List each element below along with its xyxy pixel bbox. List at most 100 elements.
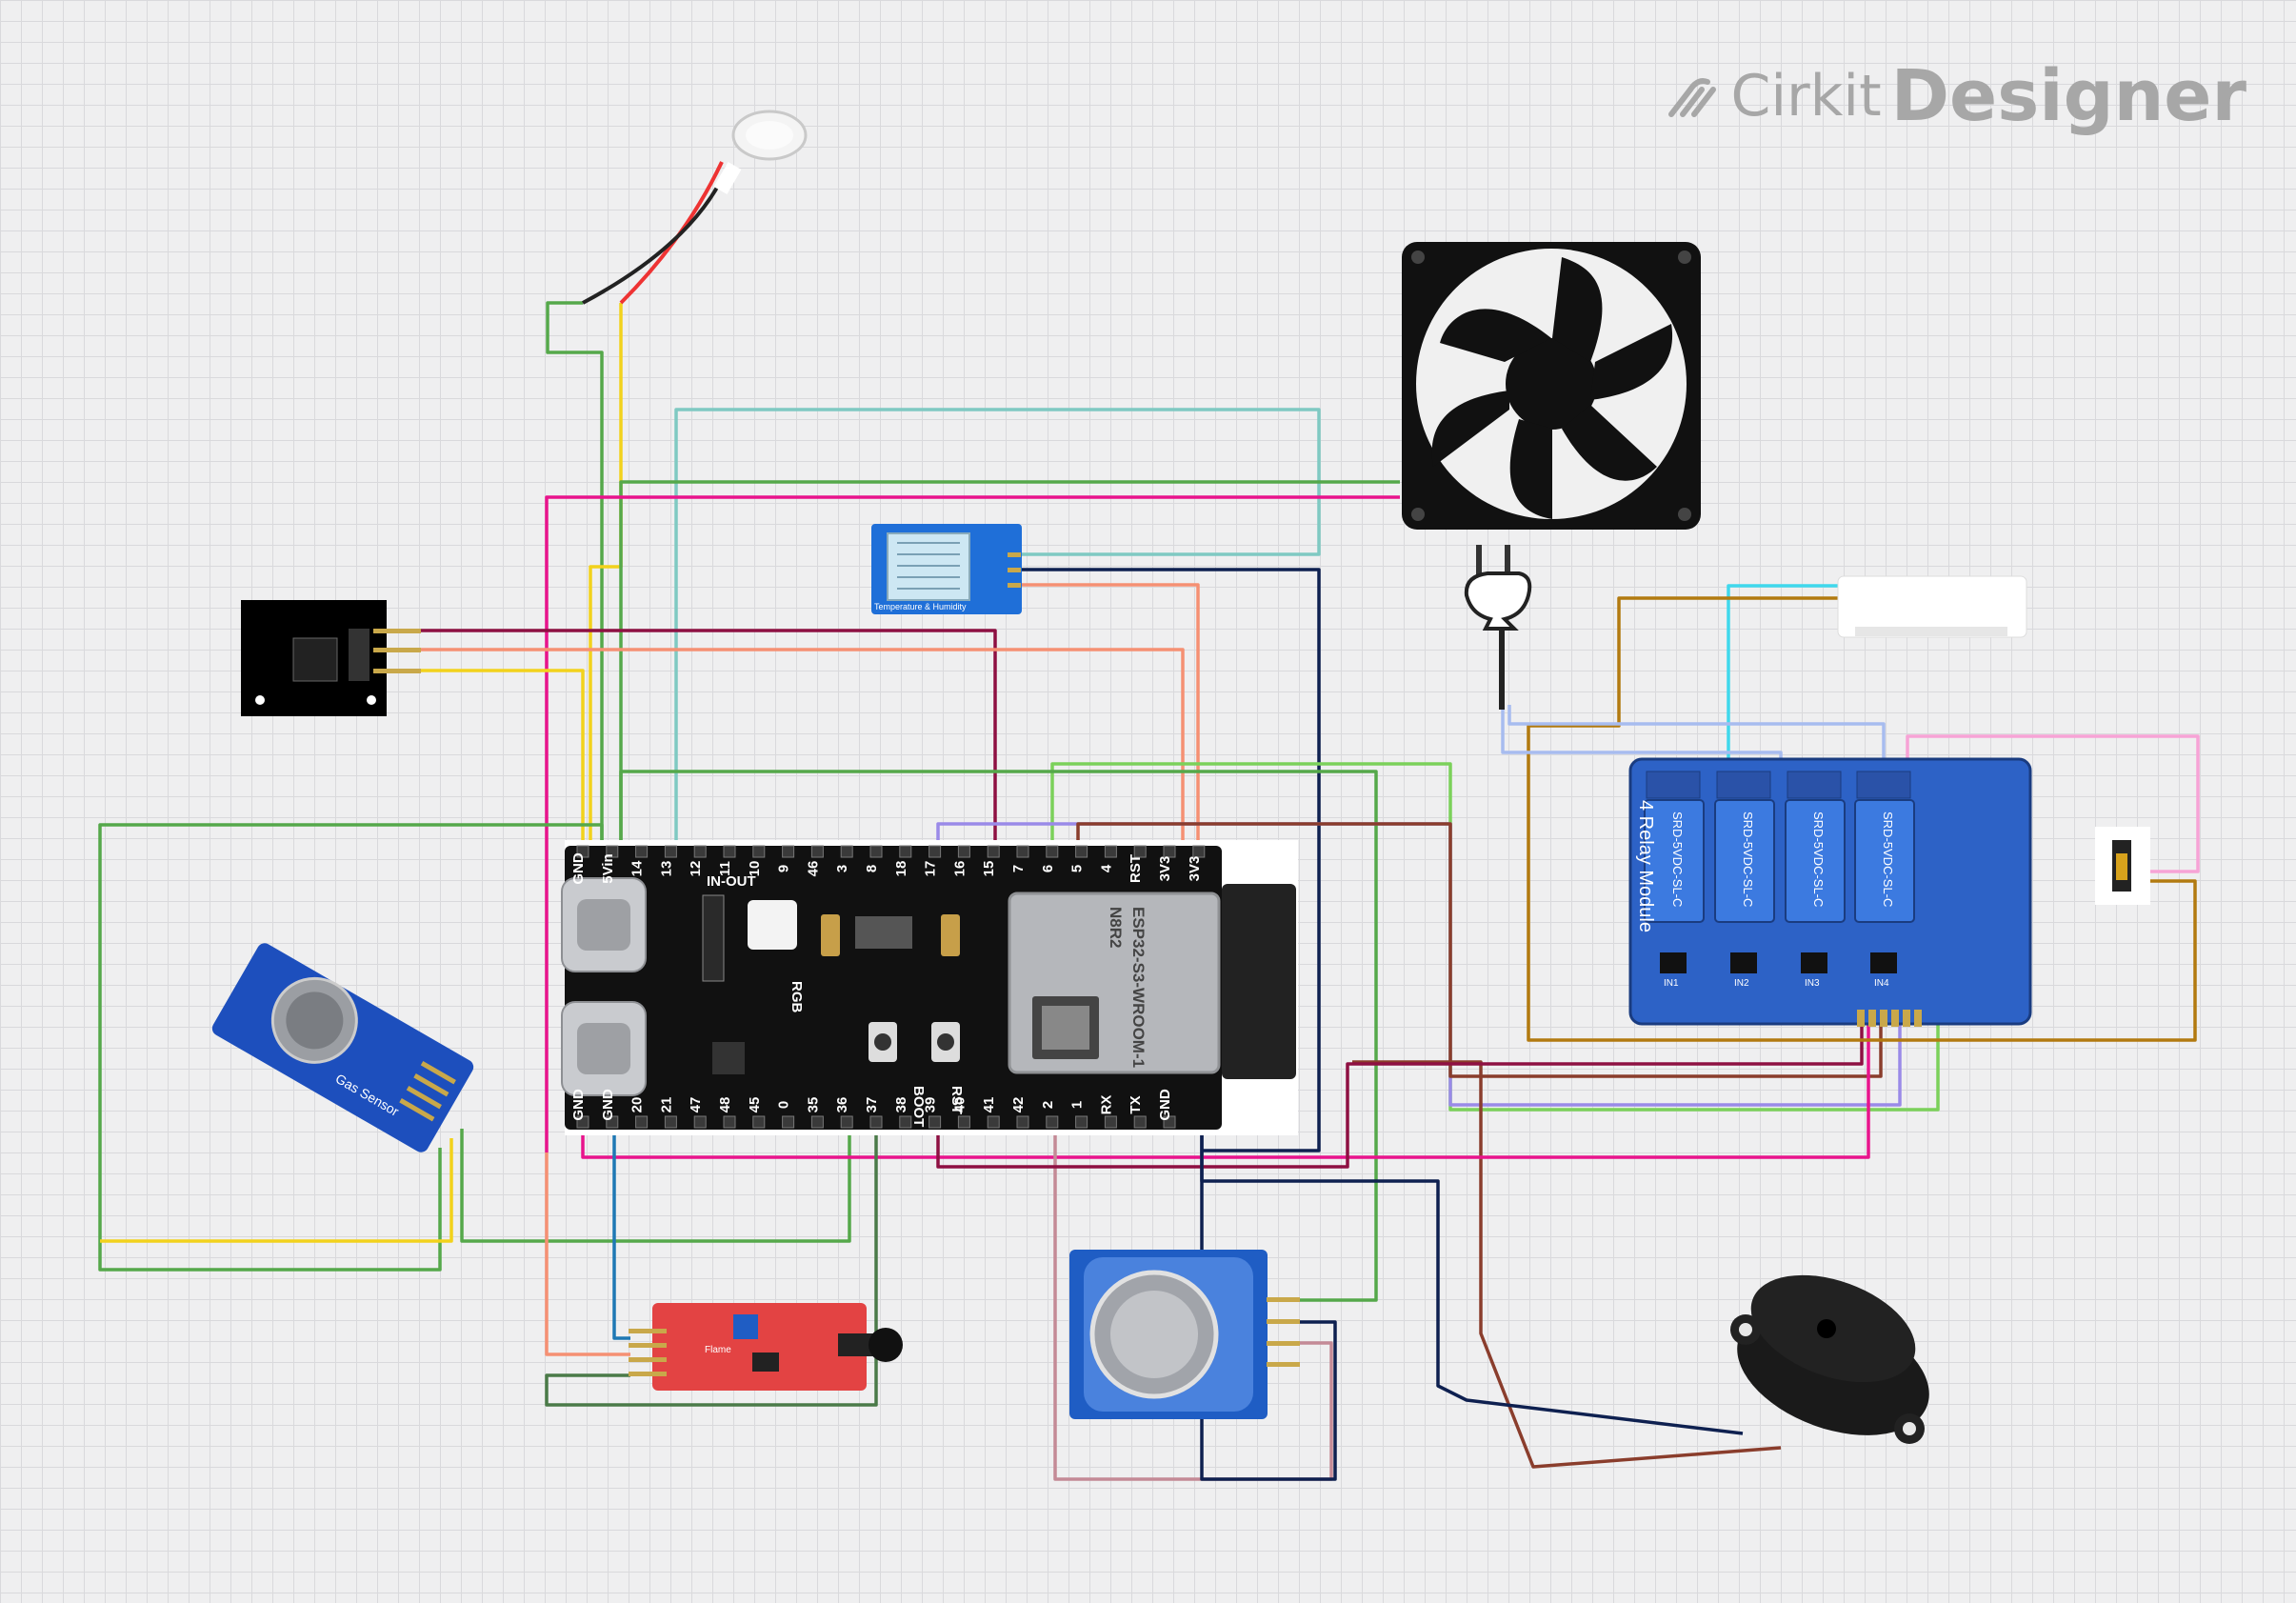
wire-darkgreen-ir[interactable] [545,1119,878,1407]
wire-pink-relay-bottom[interactable] [581,1010,1870,1159]
wire-salmon-ir[interactable] [545,1152,630,1356]
wire-maroon-left[interactable] [936,1010,1864,1169]
wire-maroon-mosfet[interactable] [421,629,997,840]
rgb-label: RGB [789,981,805,1013]
wire-lavender-plug[interactable] [1507,705,1886,789]
pin-46[interactable] [810,845,824,858]
pin-2[interactable] [1046,1115,1059,1129]
pin-48[interactable] [723,1115,736,1129]
pin-tx[interactable] [1133,1115,1147,1129]
pin-6[interactable] [1046,845,1059,858]
cooling-fan[interactable] [1402,242,1701,530]
esp32-s3-board[interactable]: ESP32-S3-WROOM-1 N8R2 IN-OUT RGB BOOT RS… [561,840,1298,1135]
potentiometer[interactable] [733,1314,758,1339]
power-plug[interactable] [1464,545,1532,710]
pin-10[interactable] [752,845,766,858]
wire-yellow-mosfet[interactable] [421,669,585,840]
wire-yellow-atomizer[interactable] [589,303,623,840]
screw-terminal[interactable] [1856,771,1911,799]
pin-36[interactable] [840,1115,853,1129]
wire-brown-buzzer[interactable] [1352,1060,1782,1469]
piezo-buzzer[interactable] [1720,1254,1947,1459]
pin-4[interactable] [1104,845,1117,858]
screw-terminal[interactable] [1787,771,1842,799]
pin-0[interactable] [782,1115,795,1129]
pin-5[interactable] [1075,845,1088,858]
wire-blue-ir[interactable] [612,1119,630,1340]
in-out-label: IN-OUT [707,873,756,890]
switch-module-left[interactable] [241,600,421,716]
wire-cyan-relay[interactable] [1727,584,1841,789]
pin-rx[interactable] [1104,1115,1117,1129]
pin-35[interactable] [810,1115,824,1129]
wire-green-left-gas[interactable] [619,770,1378,1302]
wire-green-atomizer[interactable] [546,301,604,840]
optocoupler [1870,952,1897,973]
wire-lightpink-pump[interactable] [1906,734,2200,873]
dht-temperature-humidity-sensor[interactable]: Temperature & Humidity [871,524,1022,614]
cirkit-designer-logo: Cirkit Designer [1666,55,2246,137]
relay-3 [1785,799,1846,923]
pin-13[interactable] [664,845,677,858]
pin-label: 0 [776,1101,792,1109]
pin-21[interactable] [664,1115,677,1129]
wire-salmon-dht[interactable] [1021,583,1200,840]
pin-40[interactable] [957,1115,970,1129]
pin-label: 20 [629,1097,646,1113]
pin-label: GND [1157,1089,1173,1121]
pin-3v3[interactable] [1163,845,1176,858]
pin-14[interactable] [635,845,649,858]
wire-salmon-mosfet[interactable] [421,648,1185,840]
pin-38[interactable] [899,1115,912,1129]
pin-20[interactable] [635,1115,649,1129]
wire-pink-fan[interactable] [545,495,1400,1152]
pin-11[interactable] [723,845,736,858]
water-pump[interactable] [2095,827,2150,905]
wire-yellow-gas[interactable] [100,1138,453,1243]
wire-green-outer[interactable] [98,823,604,1272]
gas-sensor-left[interactable]: Gas Sensor [210,940,476,1154]
pin-39[interactable] [928,1115,942,1129]
wire-navy-dht[interactable] [1021,568,1321,1152]
pin-label: 41 [981,1097,997,1113]
pin-16[interactable] [957,845,970,858]
pin-label: 13 [658,861,674,877]
wire-green-fan[interactable] [619,480,1400,840]
pin-3v3[interactable] [1192,845,1206,858]
screw-terminal[interactable] [1646,771,1701,799]
pin-5vin[interactable] [606,845,619,858]
pin-17[interactable] [928,845,942,858]
wire-green-pin35[interactable] [460,1119,851,1243]
pin-label: 21 [658,1097,674,1113]
pin-41[interactable] [987,1115,1000,1129]
pin-37[interactable] [869,1115,883,1129]
pin-1[interactable] [1075,1115,1088,1129]
pin-47[interactable] [693,1115,707,1129]
pin-45[interactable] [752,1115,766,1129]
pin-gnd[interactable] [576,1115,589,1129]
pin-9[interactable] [782,845,795,858]
humidifier-module[interactable] [1837,575,2027,638]
pin-7[interactable] [1016,845,1029,858]
pin-42[interactable] [1016,1115,1029,1129]
pin-12[interactable] [693,845,707,858]
wire-orange-relay[interactable] [1527,596,2197,1042]
pin-8[interactable] [869,845,883,858]
pin-label: GND [600,1089,616,1121]
relay-module-4ch[interactable]: SRD-5VDC-SL-CIN1SRD-5VDC-SL-CIN2SRD-5VDC… [1628,757,2032,1027]
pin-18[interactable] [899,845,912,858]
pin-gnd[interactable] [576,845,589,858]
ultrasonic-atomizer-disc[interactable] [582,110,808,305]
pin-3[interactable] [840,845,853,858]
pin-gnd[interactable] [1163,1115,1176,1129]
pin-label: 2 [1040,1101,1056,1109]
flame-sensor-module[interactable]: Flame [629,1303,903,1391]
screw-terminal[interactable] [1716,771,1771,799]
wire-teal-fan[interactable] [674,408,1321,840]
pin-15[interactable] [987,845,1000,858]
gas-sensor-right[interactable] [1069,1250,1300,1419]
pin-rst[interactable] [1133,845,1147,858]
wire-brown-relay[interactable] [1076,822,1883,1078]
pin-gnd[interactable] [606,1115,619,1129]
